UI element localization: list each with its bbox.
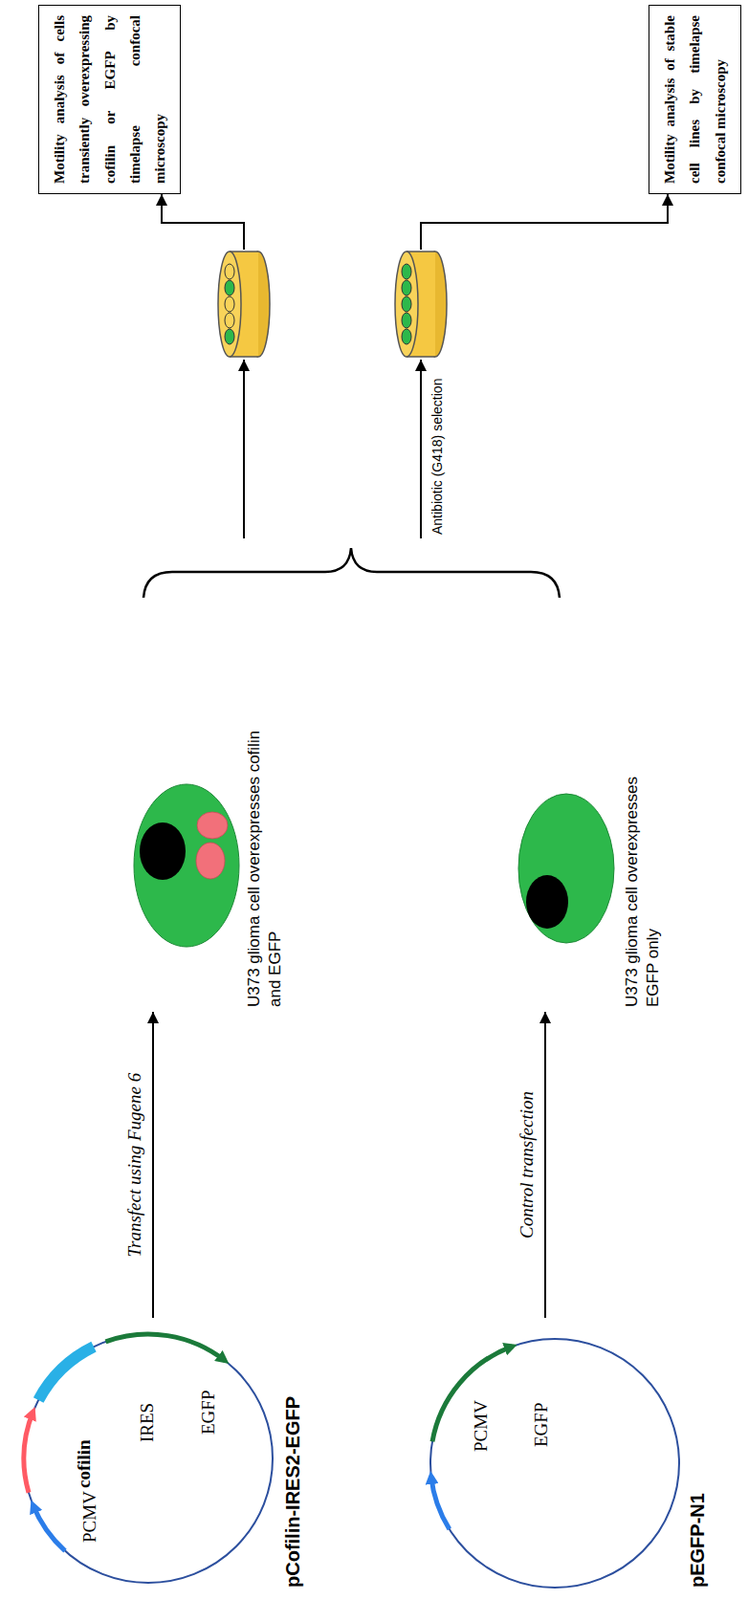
culture-dish [218, 251, 270, 357]
cell-green [401, 264, 412, 280]
edge-label: Transfect using Fugene 6 [124, 1071, 146, 1260]
cell-drawing [506, 725, 622, 1012]
cell-green [401, 280, 412, 296]
cofilin-granule [197, 812, 228, 839]
box-text: Motility analysis of stable cell lines b… [657, 15, 733, 184]
plasmid-outline [420, 1318, 718, 1596]
flow-arrow [161, 194, 244, 250]
edge-label: Control transfection [516, 1089, 538, 1241]
dish-top [218, 251, 242, 357]
flow-arrow [420, 194, 668, 250]
transfection-arrow [544, 1012, 547, 1319]
plasmid-circle [23, 1334, 273, 1584]
plasmid-feature-arc [106, 1334, 226, 1362]
ires-label: IRES [136, 1403, 158, 1443]
nucleus [526, 875, 569, 929]
box-text: Motility analysis of cells transiently o… [46, 15, 173, 184]
plasmid-feature-arc [33, 1505, 66, 1552]
culture-dish [395, 251, 447, 357]
plasmid-outline [14, 1318, 321, 1596]
cell-body [518, 793, 615, 944]
cell-empty [224, 264, 235, 280]
plasmid-feature-arc [431, 1476, 450, 1530]
flow-arrow [419, 359, 422, 539]
cell-green [401, 329, 412, 345]
promoter-label: PCMV [470, 1400, 492, 1452]
nucleus [139, 822, 186, 880]
glioma-cell: U373 glioma cell overexpresses EGFP only [506, 725, 668, 1012]
plasmid-map: pCofilin-IRES2-EGFP PCMVcofilin IRES EGFP [14, 1318, 321, 1596]
cofilin-granule [196, 842, 225, 880]
plasmid-feature-arc [38, 1346, 94, 1401]
plasmid-circle [430, 1339, 680, 1588]
cell-body [133, 784, 240, 947]
gene-label: EGFP [198, 1390, 220, 1435]
plasmid-name: pCofilin-IRES2-EGFP [282, 1396, 305, 1588]
result-box: Motility analysis of cells transiently o… [38, 4, 181, 195]
flow-arrow [242, 359, 245, 539]
gene-label: cofilin [73, 1439, 95, 1489]
cell-drawing [124, 725, 244, 1012]
cell-caption: U373 glioma cell overexpresses cofilin a… [243, 729, 286, 1008]
cell-green [224, 329, 235, 345]
dish-top [395, 251, 418, 357]
cell-caption: U373 glioma cell overexpresses EGFP only [621, 729, 664, 1008]
plasmid-name: pEGFP-N1 [686, 1493, 709, 1588]
plasmid-feature-arc [23, 1411, 34, 1494]
gene-label: EGFP [530, 1403, 552, 1448]
plasmid-map: pEGFP-N1 PCMV EGFP [420, 1318, 718, 1596]
cell-green [401, 312, 412, 329]
cell-empty [224, 296, 235, 312]
cell-green [224, 280, 235, 296]
promoter-label: PCMV [79, 1491, 101, 1543]
result-box: Motility analysis of stable cell lines b… [648, 4, 742, 195]
transfection-arrow [152, 1012, 154, 1319]
glioma-cell: U373 glioma cell overexpresses cofilin a… [124, 725, 290, 1012]
curly-brace [143, 548, 560, 598]
cell-empty [224, 312, 235, 329]
cell-green [401, 296, 412, 312]
selection-label: Antibiotic (G418) selection [429, 376, 445, 537]
